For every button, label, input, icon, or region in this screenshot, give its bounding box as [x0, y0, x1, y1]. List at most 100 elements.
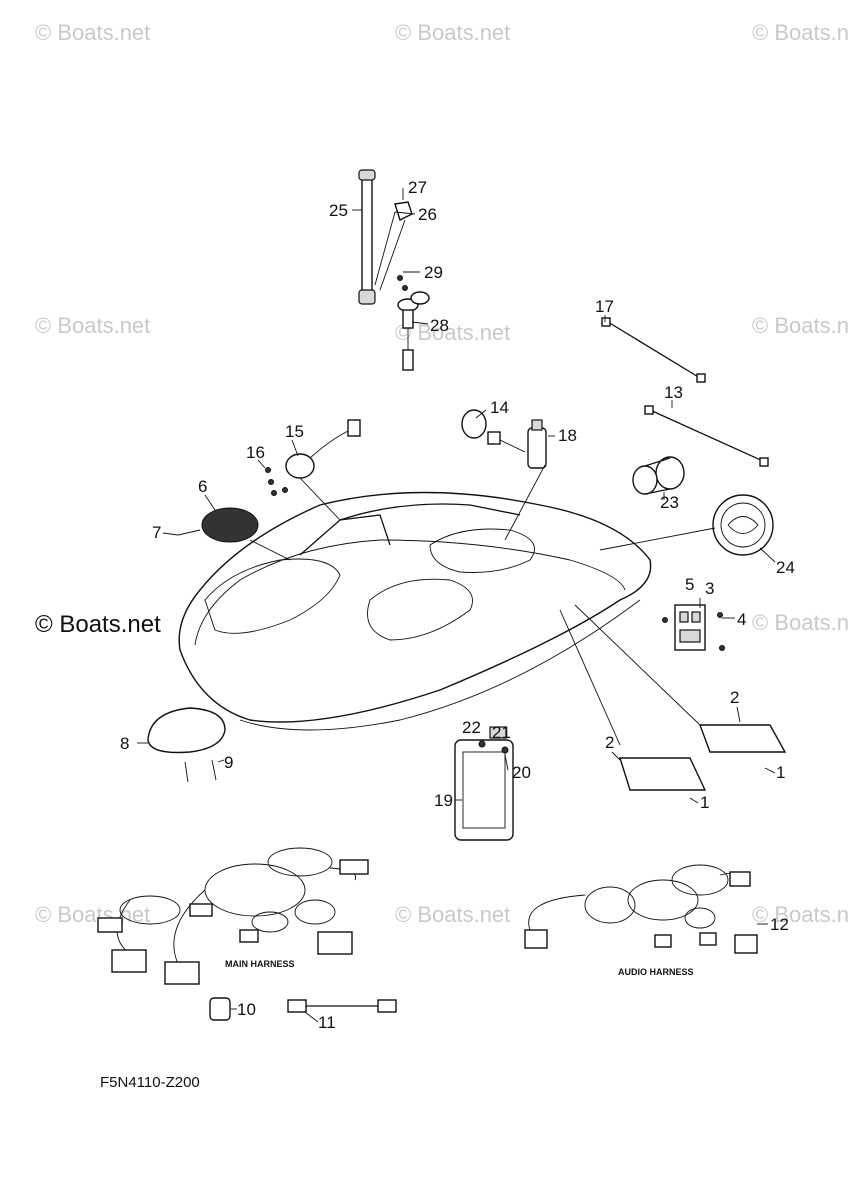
- callout-12: 12: [770, 915, 789, 934]
- harness-connector: [699, 932, 717, 946]
- callout-10: 10: [237, 1000, 256, 1019]
- screw: [271, 490, 277, 496]
- cable-17: [607, 321, 701, 379]
- watermark: © Boats.net: [752, 313, 848, 338]
- items-8-9: [147, 707, 226, 783]
- antenna-pole: [361, 171, 373, 303]
- tick: [611, 751, 621, 761]
- tick: [764, 767, 776, 774]
- harness-wire: [173, 889, 206, 969]
- leader: [599, 527, 716, 551]
- callout-11: 11: [318, 1013, 336, 1032]
- watermark: © Boats.net: [395, 20, 510, 45]
- hull-line: [194, 539, 626, 646]
- callout-16: 16: [246, 443, 265, 462]
- items-3-4-5: [662, 604, 725, 651]
- callout-20: 20: [512, 763, 531, 782]
- cable-end: [287, 999, 307, 1013]
- callout-26: 26: [418, 205, 437, 224]
- cable-end: [377, 999, 397, 1013]
- items-15-16: [265, 419, 361, 496]
- screw: [184, 761, 189, 783]
- tick: [291, 439, 299, 457]
- harness-connector: [339, 859, 369, 875]
- cover: [147, 707, 226, 754]
- switch-plate: [410, 291, 430, 305]
- callout-9: 9: [224, 753, 233, 772]
- main-cockpit: [367, 578, 473, 641]
- watermark-strong: © Boats.net: [35, 611, 161, 638]
- callout-7: 7: [152, 523, 161, 542]
- socket-body: [527, 427, 547, 469]
- harness-connector: [654, 934, 672, 948]
- screw: [397, 275, 403, 281]
- screw: [719, 645, 725, 651]
- harness-loop: [251, 911, 289, 933]
- hull-bottom: [239, 599, 641, 731]
- callout-13: 13: [664, 383, 683, 402]
- callout-2: 2: [605, 733, 614, 752]
- tick: [162, 532, 179, 536]
- antenna-base: [358, 289, 376, 305]
- callout-22: 22: [462, 718, 481, 737]
- screw: [268, 479, 274, 485]
- harness-loop: [267, 847, 333, 877]
- battery-tray: [698, 724, 787, 753]
- gasket: [461, 409, 487, 439]
- items-19-22: [454, 726, 514, 841]
- cable-end: [696, 373, 706, 383]
- main-harness: MAIN HARNESS: [97, 847, 369, 985]
- callout-8: 8: [120, 734, 129, 753]
- fuse: [489, 726, 507, 739]
- switch-element: [691, 611, 701, 623]
- windshield-top: [339, 503, 521, 521]
- switch-body: [402, 309, 414, 329]
- watermark: © Boats.net: [752, 610, 848, 635]
- leader: [559, 609, 621, 746]
- screw: [211, 759, 217, 781]
- harness-loop: [294, 899, 336, 925]
- switch-element: [679, 611, 689, 623]
- socket-top: [531, 419, 543, 431]
- watermark: © Boats.net: [752, 20, 848, 45]
- watermark: © Boats.net: [35, 313, 150, 338]
- callout-3: 3: [705, 579, 714, 598]
- leader: [574, 604, 701, 726]
- antenna-assembly: [358, 169, 413, 305]
- harness-connector: [239, 929, 259, 943]
- cable-end: [759, 457, 769, 467]
- leader-lines: [249, 464, 716, 746]
- tick: [504, 754, 509, 771]
- boat: [178, 491, 652, 731]
- harness-loop: [204, 863, 306, 917]
- callout-17: 17: [595, 297, 614, 316]
- harness-loop: [671, 864, 729, 896]
- main-harness-label: MAIN HARNESS: [225, 959, 295, 969]
- callout-29: 29: [424, 263, 443, 282]
- outline: [644, 488, 671, 495]
- tick: [411, 321, 429, 325]
- ecu-inner: [462, 751, 506, 829]
- callout-19: 19: [434, 791, 453, 810]
- tick: [475, 409, 487, 419]
- leader: [379, 219, 406, 291]
- wire: [309, 429, 351, 459]
- emblem-mark: [727, 516, 759, 534]
- tick: [759, 547, 776, 563]
- tick: [689, 797, 699, 804]
- screw: [402, 285, 408, 291]
- tick: [736, 706, 741, 723]
- screw: [177, 529, 201, 536]
- watermark: © Boats.net: [35, 20, 150, 45]
- switch-connector: [402, 349, 414, 371]
- callout-ticks: [137, 188, 776, 1023]
- audio-harness: AUDIO HARNESS: [524, 864, 758, 977]
- harness-wire: [528, 894, 586, 931]
- ecu-module: [454, 739, 514, 841]
- switch-assembly: [397, 275, 430, 371]
- callout-2: 2: [730, 688, 739, 707]
- tick: [204, 494, 216, 511]
- bow-cockpit: [204, 558, 341, 634]
